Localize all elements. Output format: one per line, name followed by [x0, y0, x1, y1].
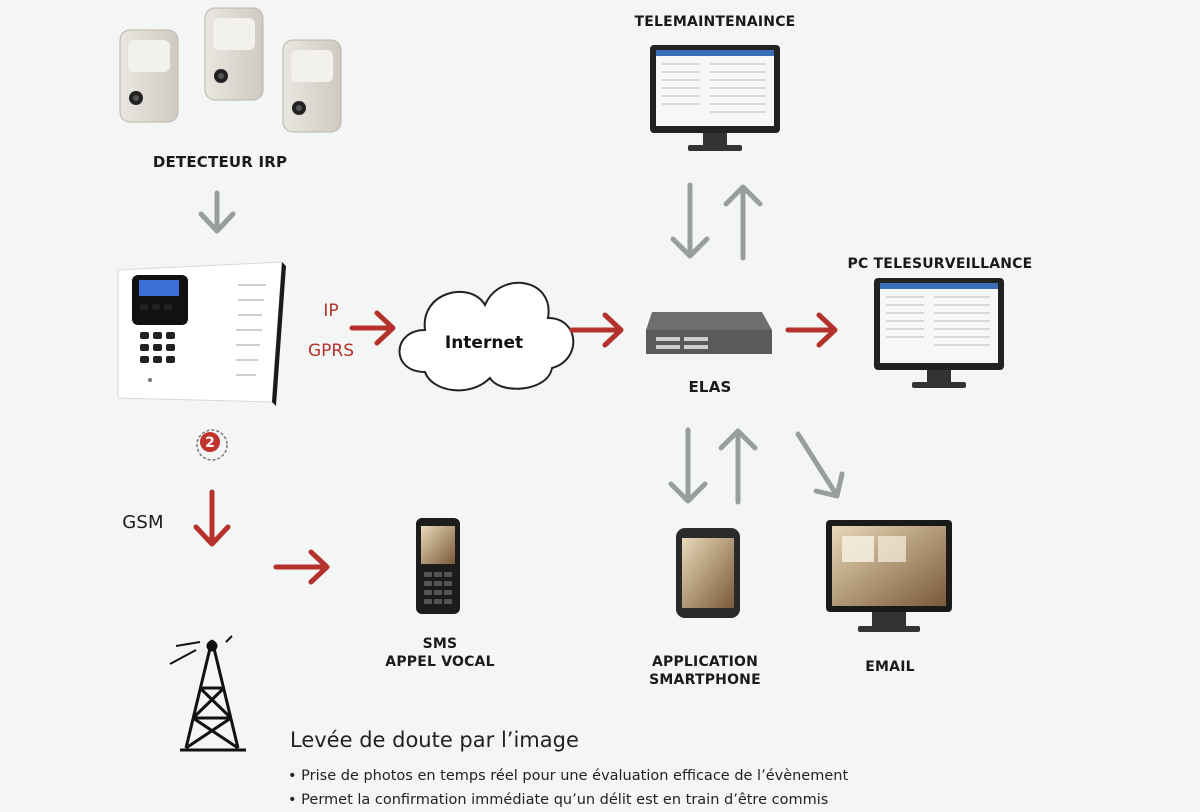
app-label-line1: APPLICATION: [620, 654, 790, 672]
sms-label-line1: SMS: [350, 636, 530, 654]
detector-label: DETECTEUR IRP: [120, 153, 320, 171]
caption-bullet-list: Prise de photos en temps réel pour une é…: [288, 764, 848, 812]
mobile-phone-icon: [416, 518, 460, 614]
badge-number: 2: [205, 435, 215, 451]
ip-label: IP: [323, 301, 338, 321]
alarm-panel-icon: [118, 262, 286, 406]
caption-bullet: Prise de photos en temps réel pour une é…: [288, 764, 848, 788]
arrow-elas-smartphone-up: [721, 431, 755, 502]
motion-detector-camera-icon: [120, 8, 341, 132]
antenna-tower-icon: [170, 636, 246, 750]
telemaintenance-monitor-icon: [650, 45, 780, 151]
telemaintenance-label: TELEMAINTENAINCE: [600, 14, 830, 30]
arrow-elas-telemaintenance-up: [726, 187, 760, 258]
arrow-gsm-to-phone: [276, 552, 327, 582]
arrow-panel-to-gsm: [196, 492, 228, 544]
application-smartphone-label: APPLICATION SMARTPHONE: [620, 654, 790, 689]
internet-label: Internet: [445, 333, 523, 353]
arrow-panel-to-internet: [352, 313, 393, 343]
smartphone-icon: [676, 528, 740, 618]
caption-title: Levée de doute par l’image: [290, 728, 579, 752]
app-label-line2: SMARTPHONE: [620, 672, 790, 690]
caption-bullet: Permet la confirmation immédiate qu’un d…: [288, 788, 848, 812]
pc-telesurveillance-label: PC TELESURVEILLANCE: [820, 256, 1060, 272]
elas-server-icon: [646, 312, 772, 354]
email-label: EMAIL: [840, 659, 940, 675]
dual-transmission-badge-icon: 2: [197, 430, 227, 460]
arrow-elas-smartphone-down: [671, 430, 705, 501]
sms-appel-vocal-label: SMS APPEL VOCAL: [350, 636, 530, 671]
pc-telesurveillance-monitor-icon: [874, 278, 1004, 388]
arrow-elas-to-email: [798, 434, 842, 496]
arrow-internet-to-elas: [572, 315, 621, 345]
arrow-elas-telemaintenance-down: [673, 185, 707, 256]
email-monitor-icon: [826, 520, 952, 632]
gsm-label: GSM: [108, 512, 178, 533]
arrow-elas-to-pc: [788, 315, 835, 345]
sms-label-line2: APPEL VOCAL: [350, 654, 530, 672]
elas-label: ELAS: [660, 378, 760, 396]
gprs-label: GPRS: [308, 341, 354, 361]
arrow-detector-to-panel: [201, 193, 233, 231]
